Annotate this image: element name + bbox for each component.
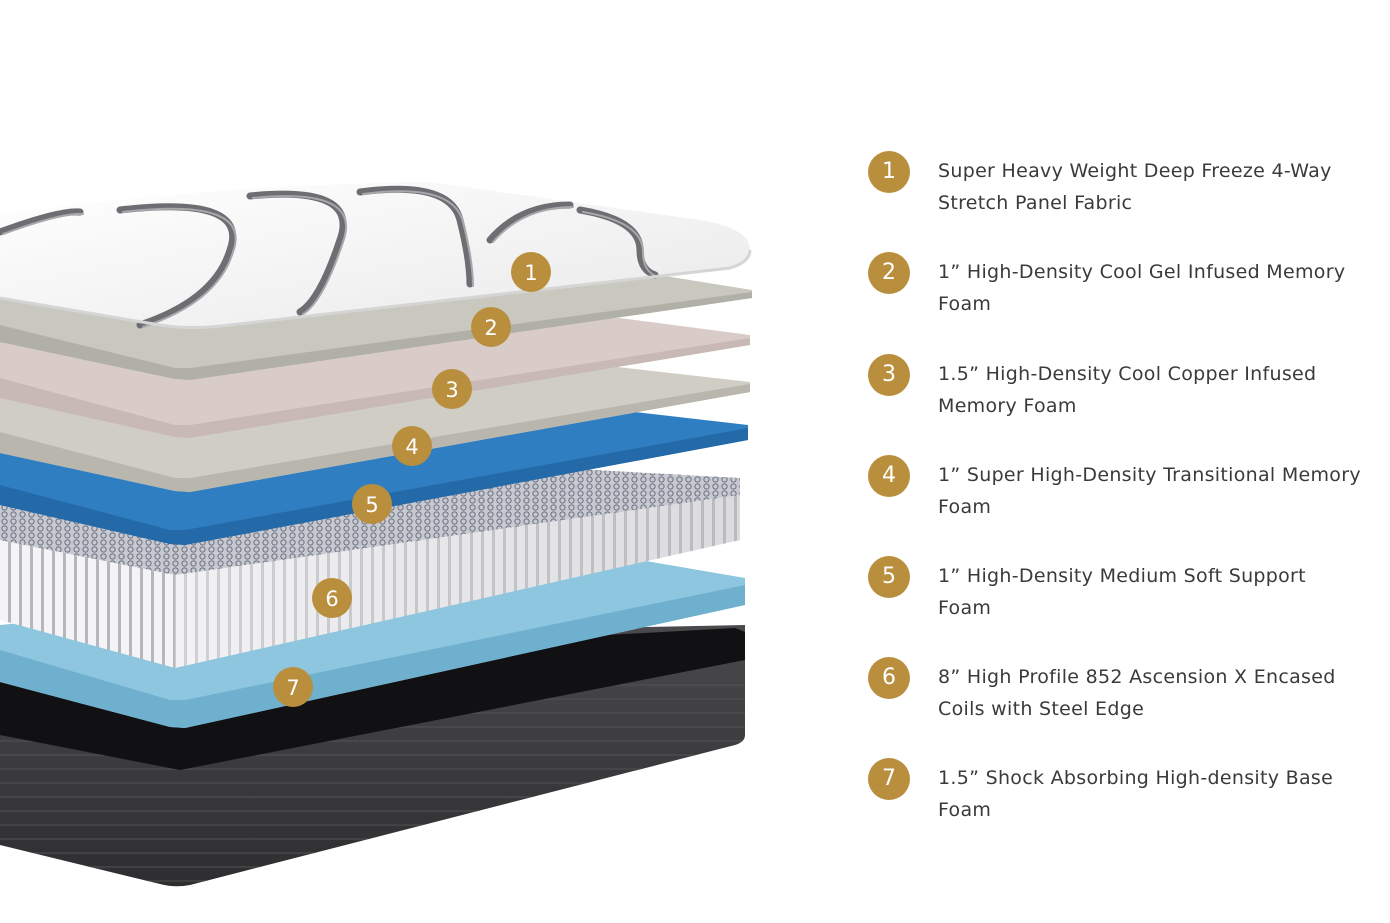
legend-badge-5: 5 — [868, 556, 910, 598]
legend-item-5: 5 1” High-Density Medium Soft Support Fo… — [868, 556, 1368, 626]
legend-text-5: 1” High-Density Medium Soft Support Foam — [938, 565, 1306, 619]
callout-6-number: 6 — [325, 587, 338, 611]
callout-2-number: 2 — [484, 316, 497, 340]
legend-item-2: 2 1” High-Density Cool Gel Infused Memor… — [868, 252, 1368, 322]
legend-item-1: 1 Super Heavy Weight Deep Freeze 4-Way S… — [868, 151, 1368, 221]
legend-text-7: 1.5” Shock Absorbing High-density Base F… — [938, 767, 1334, 821]
legend-item-6: 6 8” High Profile 852 Ascension X Encase… — [868, 657, 1368, 727]
callout-7-number: 7 — [286, 676, 299, 700]
legend-text-3: 1.5” High-Density Cool Copper Infused Me… — [938, 363, 1317, 417]
callout-3-number: 3 — [445, 378, 458, 402]
callout-3: 3 — [432, 369, 472, 409]
callout-6: 6 — [312, 578, 352, 618]
callout-2: 2 — [471, 307, 511, 347]
legend-text-2: 1” High-Density Cool Gel Infused Memory … — [938, 261, 1346, 315]
legend-badge-6: 6 — [868, 657, 910, 699]
layer-base-foam — [0, 560, 745, 728]
legend-badge-1: 1 — [868, 151, 910, 193]
layer-legend: 1 Super Heavy Weight Deep Freeze 4-Way S… — [868, 0, 1368, 923]
legend-item-4: 4 1” Super High-Density Transitional Mem… — [868, 455, 1368, 525]
callout-4-number: 4 — [405, 435, 418, 459]
legend-item-7: 7 1.5” Shock Absorbing High-density Base… — [868, 758, 1368, 828]
legend-badge-7: 7 — [868, 758, 910, 800]
callout-5-number: 5 — [365, 493, 378, 517]
legend-item-3: 3 1.5” High-Density Cool Copper Infused … — [868, 354, 1368, 424]
legend-text-1: Super Heavy Weight Deep Freeze 4-Way Str… — [938, 160, 1332, 214]
legend-badge-4: 4 — [868, 455, 910, 497]
callout-1-number: 1 — [524, 261, 537, 285]
mattress-layer-illustration: 1 2 3 4 5 6 7 — [0, 182, 752, 887]
callout-7: 7 — [273, 667, 313, 707]
layer-fabric — [0, 182, 752, 329]
legend-text-4: 1” Super High-Density Transitional Memor… — [938, 464, 1361, 518]
callout-1: 1 — [511, 252, 551, 292]
callout-4: 4 — [392, 426, 432, 466]
legend-text-6: 8” High Profile 852 Ascension X Encased … — [938, 666, 1336, 720]
legend-badge-2: 2 — [868, 252, 910, 294]
legend-badge-3: 3 — [868, 354, 910, 396]
callout-5: 5 — [352, 484, 392, 524]
